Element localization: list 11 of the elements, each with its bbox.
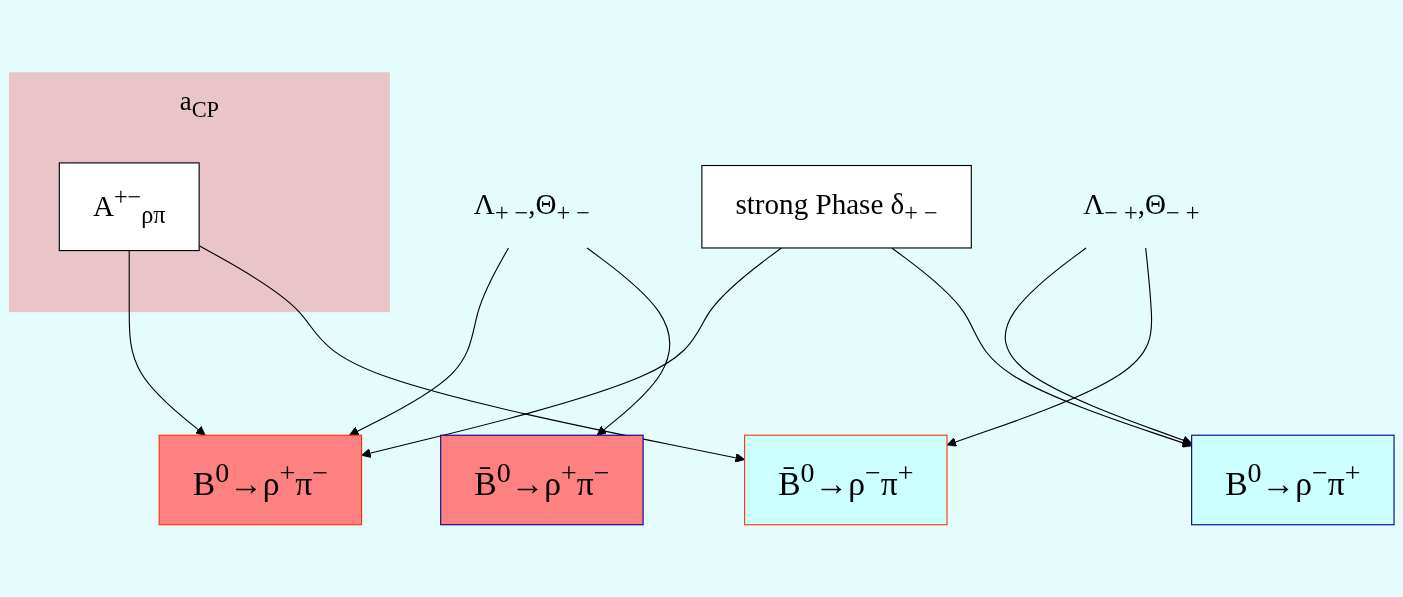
node-box: strong Phase δ$_{+ −}$ bbox=[701, 164, 972, 249]
arrow bbox=[128, 250, 206, 436]
node-box: B$^{0}$→ρ$^{+}$π$^{−}$ bbox=[158, 434, 363, 526]
arrow bbox=[349, 247, 510, 436]
arrow bbox=[586, 247, 671, 436]
node-box: B̄$^{0}$→ρ$^{+}$π$^{−}$ bbox=[440, 434, 644, 526]
node-text: Λ$_{+ −}$,Θ$_{+ −}$ bbox=[473, 187, 590, 227]
arrow bbox=[361, 247, 782, 458]
node-box: B$^{0}$→ρ$^{−}$π$^{+}$ bbox=[1191, 434, 1395, 526]
node-text: Λ$_{− +}$,Θ$_{− +}$ bbox=[1083, 187, 1200, 227]
node-box: B̄$^{0}$→ρ$^{−}$π$^{+}$ bbox=[744, 434, 948, 526]
